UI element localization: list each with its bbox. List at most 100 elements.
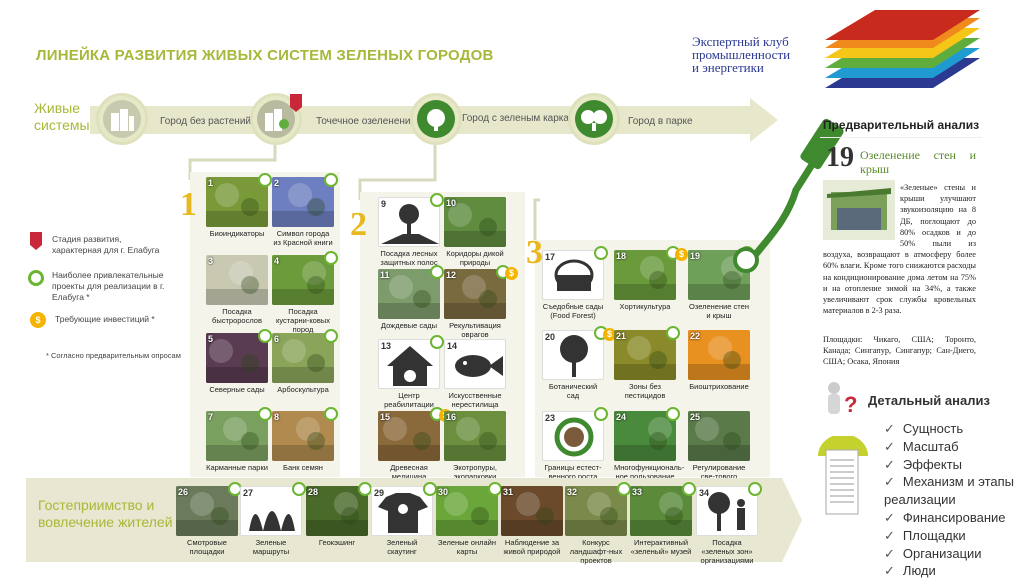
stage-node-3[interactable] [410,93,462,145]
group-number-2: 2 [350,206,367,243]
project-photo-16: 16 [444,411,506,461]
group-number-1: 1 [180,186,197,223]
project-caption: Посадка лесных защитных полос [380,249,438,267]
stage-node-4[interactable] [568,93,620,145]
legend-investment-text: Требующие инвестиций * [55,314,155,324]
stage-label-4: Город в парке [628,116,693,127]
investment-coin-icon: $ [675,248,688,261]
project-caption: Многофункциональ-ное пользование [614,463,685,481]
detail-item-7: Организации [884,545,1019,563]
project-caption: Искусственные нерестилища [448,391,502,409]
project-photo-8: 8 [272,411,334,461]
group-number-3: 3 [526,234,543,271]
project-caption: Биоштрихование [689,382,749,391]
project-photo-5: 5 [206,333,268,383]
project-number: 15 [380,412,391,422]
attractive-badge-icon [258,407,272,421]
attractive-badge-icon [358,482,372,496]
plug-connector [733,118,844,273]
club-logo-text: Экспертный клуб промышленности и энергет… [692,35,790,74]
detail-item-6: Площадки [884,527,1019,545]
investment-coin-icon: $ [505,267,518,280]
project-number: 21 [616,331,627,341]
attractive-badge-icon [748,482,762,496]
project-number: 10 [446,198,457,208]
project-caption: Смотровые площадки [187,538,227,556]
project-photo-1: 1 [206,177,268,227]
project-number: 17 [545,252,556,262]
project-number: 18 [616,251,627,261]
stage-marker-icon [290,94,302,112]
project-caption: Рекультивация оврагов [449,321,501,339]
legend-attractive-icon [28,270,44,286]
project-photo-22: 22 [688,330,750,380]
buildings-icon [103,100,141,138]
track-label: Живые системы [34,100,90,134]
project-photo-7: 7 [206,411,268,461]
project-number: 5 [208,334,214,344]
project-photo-25: 25 [688,411,750,461]
project-caption: Биоиндикаторы [209,229,265,238]
project-photo-26: 26 [176,486,238,536]
project-number: 6 [274,334,280,344]
project-caption: Зеленый скаутинг [386,538,418,556]
project-caption: Дождевые сады [380,321,438,330]
project-photo-6: 6 [272,333,334,383]
project-number: 16 [446,412,457,422]
project-caption: Границы естест-венного роста [544,463,602,481]
project-number: 12 [446,270,457,280]
tshirt-icon: 29 [371,486,433,536]
attractive-badge-icon [594,246,608,260]
project-number: 27 [243,488,254,498]
stage-node-1[interactable] [96,93,148,145]
attractive-badge-icon [617,482,631,496]
detail-item-1: Сущность [884,420,1019,438]
project-photo-4: 4 [272,255,334,305]
attractive-badge-icon [292,482,306,496]
green-building-image [823,180,895,240]
investment-coin-icon: $ [603,328,616,341]
detail-item-8: Люди [884,562,1019,580]
project-caption: Символ города из Красной книги [273,229,333,247]
person-question-icon: ? [828,382,857,417]
project-caption: Банк семян [283,463,323,472]
project-caption: Древесная медицина [390,463,428,481]
project-photo-12: 12 [444,269,506,319]
hospitality-label-line1: Гостеприимство и [38,497,155,513]
project-photo-31: 31 [501,486,563,536]
attractive-badge-icon [258,173,272,187]
prelim-number: 19 [826,142,854,173]
